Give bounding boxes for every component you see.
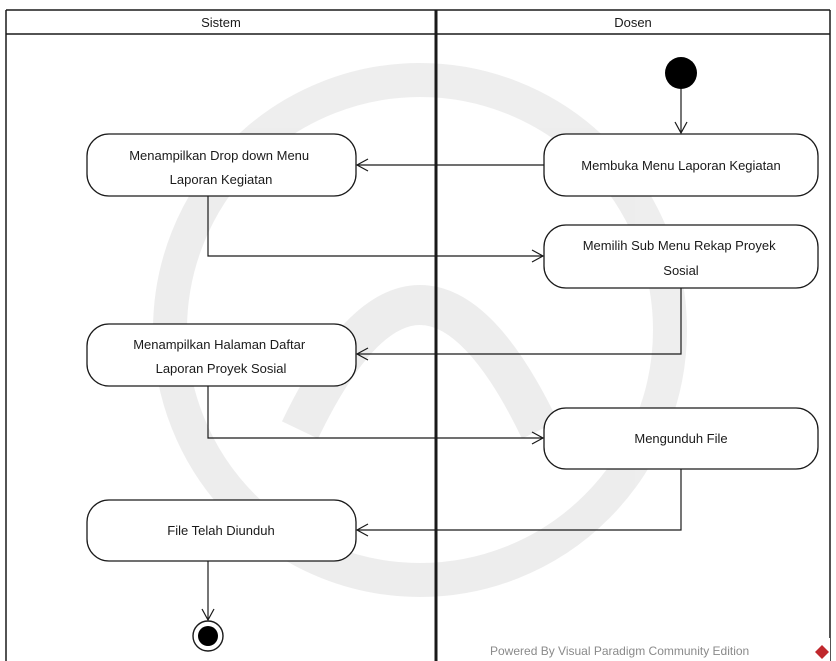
flow-dropdown-to-submenu <box>207 196 545 263</box>
footer-background <box>485 638 830 661</box>
activity-label-line: Menampilkan Drop down Menu <box>129 148 309 163</box>
final-node <box>192 620 224 652</box>
activity-memilih-submenu: Memilih Sub Menu Rekap Proyek Sosial <box>543 224 819 289</box>
footer-credit: Powered By Visual Paradigm Community Edi… <box>490 644 749 658</box>
activity-menampilkan-dropdown: Menampilkan Drop down Menu Laporan Kegia… <box>86 133 357 197</box>
activity-label-line: Laporan Proyek Sosial <box>156 361 287 376</box>
activity-menampilkan-halaman: Menampilkan Halaman Daftar Laporan Proye… <box>86 323 357 387</box>
lane-header-sistem: Sistem <box>201 15 241 30</box>
svg-text:Menampilkan Drop down Menu: Menampilkan Drop down Menu Laporan Kegia… <box>129 148 313 187</box>
initial-node <box>665 57 697 89</box>
activity-label-line: Memilih Sub Menu Rekap Proyek <box>583 238 776 253</box>
activity-label-line: Membuka Menu Laporan Kegiatan <box>581 158 780 173</box>
svg-text:Mengunduh File: Mengunduh File <box>634 431 727 446</box>
activity-mengunduh-file: Mengunduh File <box>543 407 819 470</box>
svg-text:Menampilkan Halaman Daftar: Menampilkan Halaman Daftar Laporan Proye… <box>133 337 309 376</box>
visual-paradigm-logo-icon <box>815 645 829 659</box>
svg-text:File Telah Diunduh: File Telah Diunduh <box>167 523 274 538</box>
activity-label-line: Sosial <box>663 263 699 278</box>
lane-header-dosen: Dosen <box>614 15 652 30</box>
activity-label-line: Menampilkan Halaman Daftar <box>133 337 306 352</box>
activity-membuka-menu: Membuka Menu Laporan Kegiatan <box>543 133 819 197</box>
activity-label-line: File Telah Diunduh <box>167 523 274 538</box>
svg-text:Memilih Sub Menu Rekap Proyek: Memilih Sub Menu Rekap Proyek Sosial <box>583 238 780 278</box>
flow-submenu-to-halaman <box>355 288 682 361</box>
activity-label-line: Mengunduh File <box>634 431 727 446</box>
swimlane-frame <box>5 9 831 661</box>
activity-file-telah-diunduh: File Telah Diunduh <box>86 499 357 562</box>
svg-text:Membuka Menu Laporan Kegiatan: Membuka Menu Laporan Kegiatan <box>581 158 780 173</box>
activity-label-line: Laporan Kegiatan <box>170 172 273 187</box>
flow-halaman-to-unduh <box>207 386 545 445</box>
flow-unduh-to-diunduh <box>355 469 682 537</box>
